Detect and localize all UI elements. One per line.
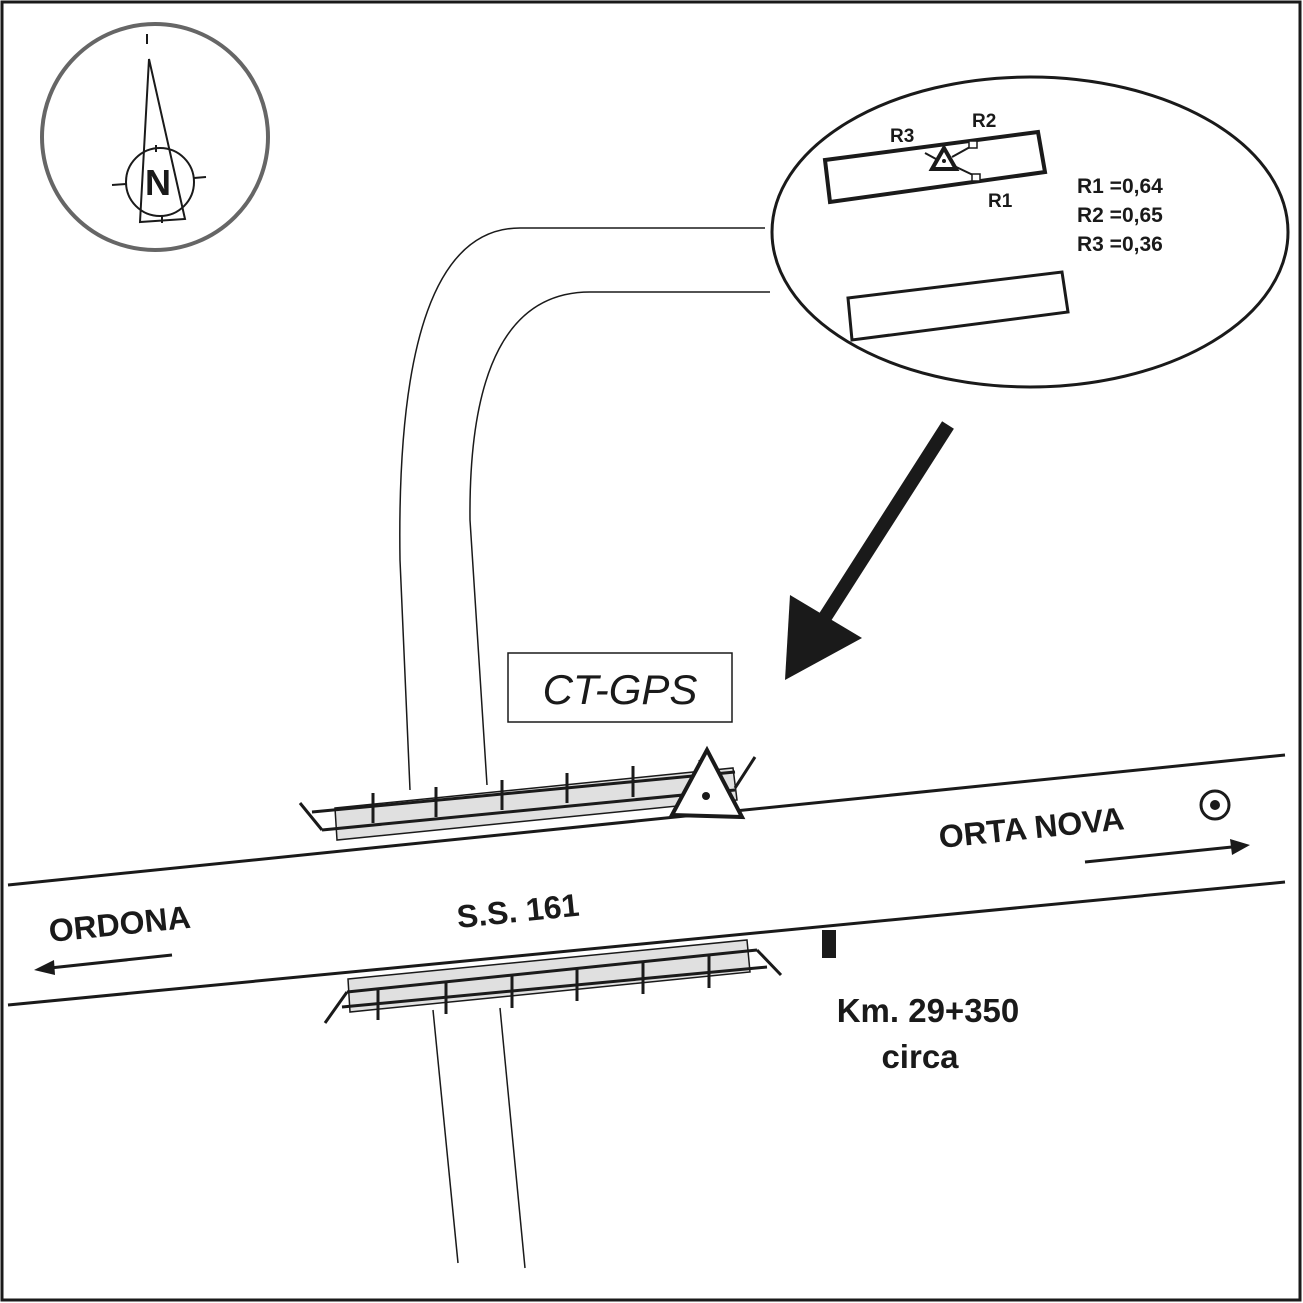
ct-gps-label-box xyxy=(507,652,733,723)
inset-label-r1: R1 xyxy=(988,191,1013,212)
inset-label-r3: R3 xyxy=(890,126,914,147)
gps-point-triangle-icon xyxy=(668,745,746,820)
measurement-r3: R3 =0,36 xyxy=(1077,233,1163,256)
inset-gps-triangle-icon xyxy=(928,143,960,171)
kilometer-label: Km. 29+350 xyxy=(837,992,1020,1029)
upper-bridge-guardrail xyxy=(298,756,757,841)
kilometer-marker xyxy=(822,930,836,958)
right-direction-arrow-icon xyxy=(1084,839,1250,864)
side-road xyxy=(399,227,770,1269)
detail-inset: R3 R2 R1 R1 =0,64 R2 =0,65 R3 =0,36 xyxy=(770,75,1290,389)
compass-north-letter: N xyxy=(145,162,171,203)
compass-ring xyxy=(40,22,270,252)
measurement-r1: R1 =0,64 xyxy=(1077,175,1163,198)
kilometer-approx-label: circa xyxy=(881,1038,959,1075)
main-road xyxy=(7,753,1286,1007)
inset-label-r2: R2 xyxy=(972,111,996,132)
town-target-icon xyxy=(1199,789,1231,821)
lower-bridge-guardrail xyxy=(323,939,783,1024)
pointer-arrow-icon xyxy=(785,421,954,680)
north-arrow-compass: N xyxy=(40,22,270,252)
ct-gps-label: CT-GPS xyxy=(543,666,698,713)
measurement-r2: R2 =0,65 xyxy=(1077,204,1163,227)
left-direction-arrow-icon xyxy=(34,953,173,975)
